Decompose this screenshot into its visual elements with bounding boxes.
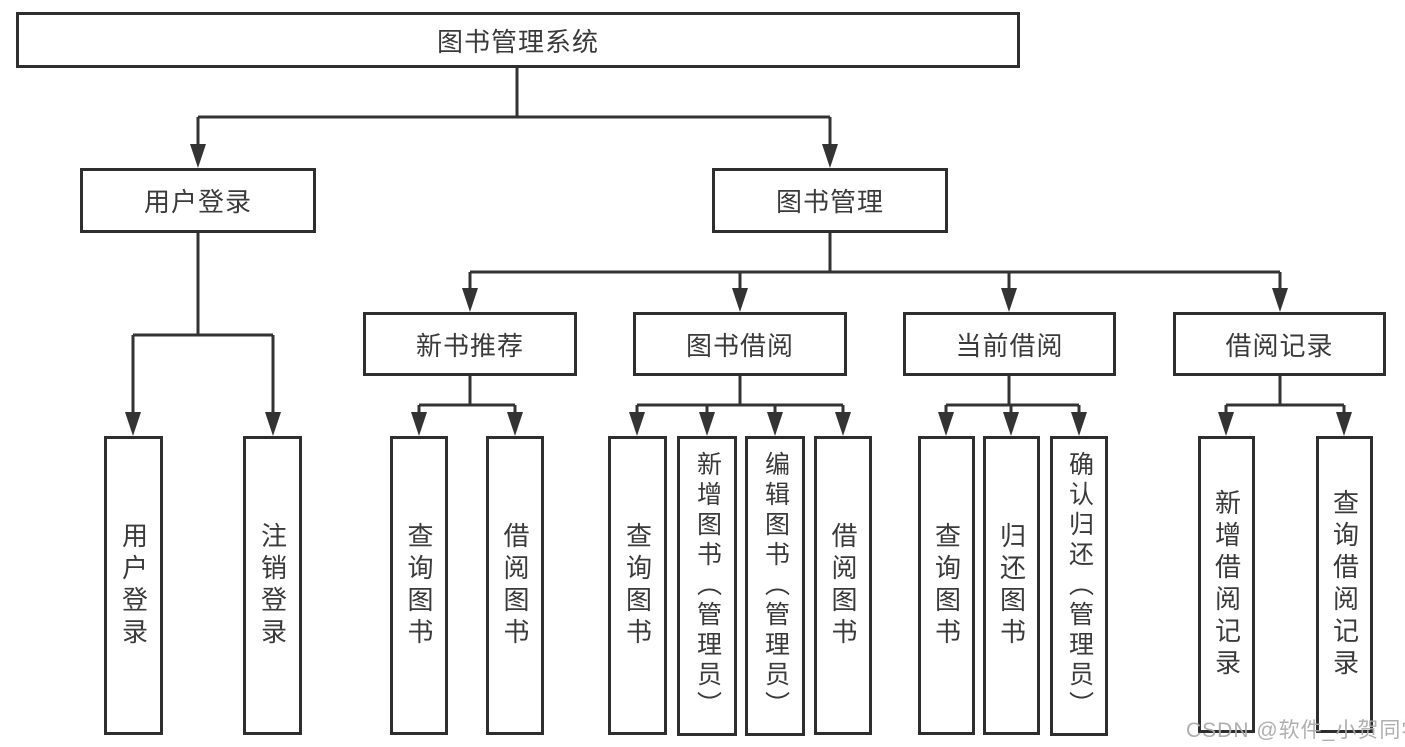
node-current-borrowing-label: 当前借阅 <box>955 330 1064 361</box>
leaf-borrow-books-recommend: 借阅图书 <box>486 436 544 735</box>
leaf-query-borrow-record-label: 查询借阅记录 <box>1329 488 1360 681</box>
leaf-user-login: 用户登录 <box>104 436 163 735</box>
node-borrowing-records-label: 借阅记录 <box>1225 330 1334 361</box>
leaf-confirm-return-admin-label: 确认归还（管理员） <box>1065 451 1094 721</box>
leaf-edit-book-admin-label: 编辑图书（管理员） <box>761 451 790 721</box>
leaf-query-books-current: 查询图书 <box>918 436 975 735</box>
node-library-management-system-label: 图书管理系统 <box>436 26 599 57</box>
leaf-query-books-recommend-label: 查询图书 <box>404 521 434 650</box>
leaf-return-books: 归还图书 <box>983 436 1040 735</box>
leaf-edit-book-admin: 编辑图书（管理员） <box>745 436 805 736</box>
node-user-login: 用户登录 <box>80 168 316 233</box>
leaf-query-books-recommend: 查询图书 <box>390 436 448 735</box>
leaf-borrow-books: 借阅图书 <box>814 436 872 735</box>
leaf-user-login-label: 用户登录 <box>118 521 149 650</box>
node-book-management: 图书管理 <box>712 168 948 233</box>
csdn-watermark: CSDN @软件_小贺同学 <box>1186 719 1405 742</box>
leaf-logout: 注销登录 <box>243 436 302 735</box>
node-book-borrowing-label: 图书借阅 <box>685 330 794 361</box>
leaf-borrow-books-recommend-label: 借阅图书 <box>500 521 530 650</box>
leaf-add-borrow-record: 新增借阅记录 <box>1198 436 1255 733</box>
leaf-query-books-borrowing: 查询图书 <box>608 436 667 735</box>
leaf-query-borrow-record: 查询借阅记录 <box>1316 436 1373 733</box>
node-library-management-system: 图书管理系统 <box>16 12 1020 68</box>
leaf-query-books-borrowing-label: 查询图书 <box>622 521 653 650</box>
leaf-add-book-admin-label: 新增图书（管理员） <box>693 451 722 721</box>
leaf-logout-label: 注销登录 <box>257 521 288 650</box>
node-new-book-recommend: 新书推荐 <box>363 312 577 376</box>
leaf-add-borrow-record-label: 新增借阅记录 <box>1211 488 1242 681</box>
leaf-query-books-current-label: 查询图书 <box>931 521 962 650</box>
leaf-confirm-return-admin: 确认归还（管理员） <box>1050 436 1108 736</box>
node-book-management-label: 图书管理 <box>775 187 884 217</box>
node-borrowing-records: 借阅记录 <box>1173 312 1386 376</box>
node-book-borrowing: 图书借阅 <box>633 312 847 376</box>
node-new-book-recommend-label: 新书推荐 <box>415 330 524 361</box>
leaf-borrow-books-label: 借阅图书 <box>828 521 858 650</box>
node-current-borrowing: 当前借阅 <box>903 312 1116 376</box>
leaf-add-book-admin: 新增图书（管理员） <box>677 436 737 736</box>
node-user-login-label: 用户登录 <box>143 187 252 217</box>
leaf-return-books-label: 归还图书 <box>996 521 1027 650</box>
